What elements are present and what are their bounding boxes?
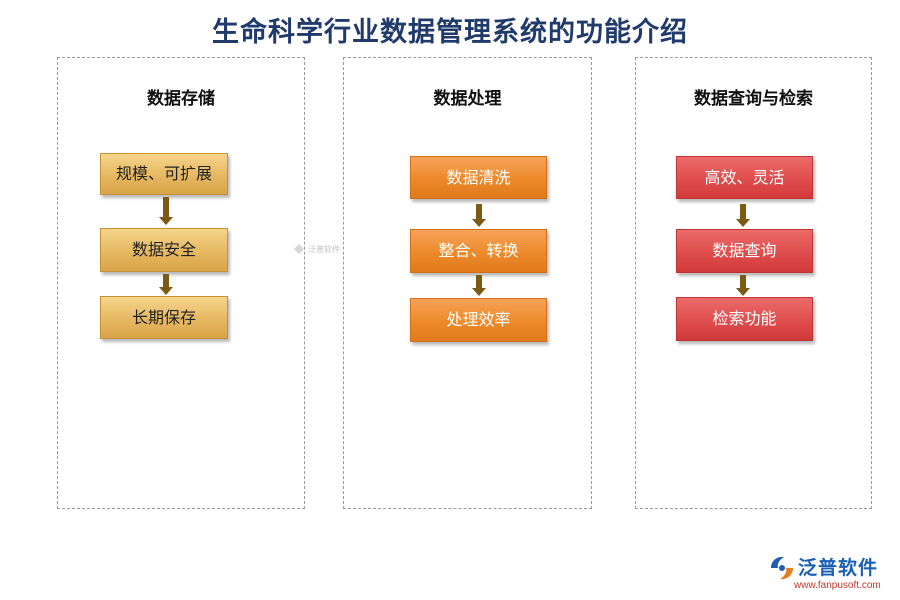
step-box: 整合、转换	[410, 229, 547, 273]
step-box: 数据查询	[676, 229, 813, 273]
down-arrow-icon	[159, 197, 173, 227]
panel-data-query: 数据查询与检索 高效、灵活 数据查询 检索功能	[635, 57, 872, 509]
panel-title: 数据处理	[433, 89, 502, 109]
down-arrow-icon	[159, 274, 173, 296]
panel-title: 数据查询与检索	[694, 89, 813, 109]
diagram-title: 生命科学行业数据管理系统的功能介绍	[212, 17, 688, 48]
down-arrow-icon	[736, 275, 750, 297]
brand-url: www.fanpusoft.com	[794, 580, 881, 591]
step-box: 数据清洗	[410, 156, 547, 199]
brand-logo: 泛普软件 www.fanpusoft.com	[768, 553, 894, 597]
step-box: 检索功能	[676, 297, 813, 341]
down-arrow-icon	[472, 204, 486, 228]
step-box: 规模、可扩展	[100, 153, 228, 195]
panel-data-storage: 数据存储 规模、可扩展 数据安全 长期保存	[57, 57, 305, 509]
fanpu-logo-icon	[294, 244, 304, 254]
step-box: 高效、灵活	[676, 156, 813, 199]
panel-title: 数据存储	[147, 89, 215, 109]
step-box: 数据安全	[100, 228, 228, 272]
step-box: 处理效率	[410, 298, 547, 342]
watermark-text: 泛普软件	[308, 245, 340, 254]
brand-name: 泛普软件	[798, 557, 879, 579]
watermark: 泛普软件	[293, 241, 353, 259]
down-arrow-icon	[736, 204, 750, 228]
step-box: 长期保存	[100, 296, 228, 339]
down-arrow-icon	[472, 275, 486, 297]
panel-data-processing: 数据处理 数据清洗 整合、转换 处理效率	[343, 57, 592, 509]
fanpu-logo-icon	[771, 556, 793, 580]
